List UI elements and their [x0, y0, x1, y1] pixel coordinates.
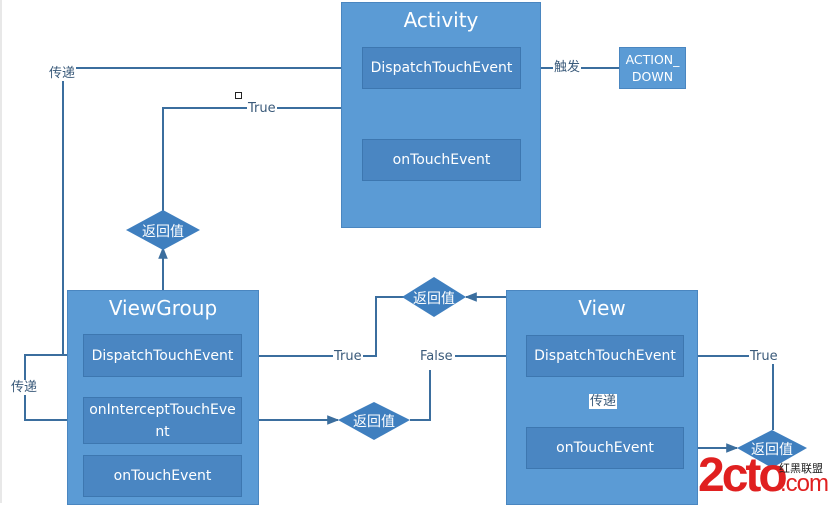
trigger-label-line2: DOWN	[631, 69, 674, 84]
watermark-logo: 2cto	[698, 449, 788, 502]
trigger-label-line1: ACTION_	[625, 52, 680, 67]
decision-label-intercept: 返回值	[353, 414, 395, 430]
view-title: View	[578, 296, 626, 320]
intercept-label-line1: onInterceptTouchEve	[89, 401, 236, 418]
decision-diamond-viewgroup-top	[126, 210, 200, 250]
edge-label-trigger: 触发	[553, 60, 582, 75]
view-dispatch-touch-event[interactable]: DispatchTouchEvent	[526, 335, 684, 377]
decision-diamond-view-return	[402, 277, 466, 317]
activity-title: Activity	[403, 8, 479, 32]
activity-on-touch-event[interactable]: onTouchEvent	[362, 139, 521, 181]
activity-container: Activity	[341, 2, 541, 228]
edge-diamond-false-to-view	[410, 370, 431, 421]
edge-label-false-mid: False	[419, 349, 454, 364]
edge-diamond-true-to-viewgroup	[241, 296, 404, 361]
viewgroup-title: ViewGroup	[108, 296, 218, 320]
edge-label-true-mid: True	[333, 349, 363, 364]
decision-label-viewgroup-top: 返回值	[142, 224, 184, 240]
viewgroup-on-intercept-touch-event[interactable]: onInterceptTouchEve nt	[83, 397, 242, 444]
action-down-trigger[interactable]: ACTION_ DOWN	[619, 47, 686, 89]
viewgroup-dispatch-touch-event[interactable]: DispatchTouchEvent	[83, 334, 242, 377]
view-on-touch-event[interactable]: onTouchEvent	[526, 427, 684, 469]
watermark-subtitle: 红黑联盟	[779, 462, 823, 475]
activity-dispatch-touch-event[interactable]: DispatchTouchEvent	[362, 47, 521, 89]
watermark-tld: .com	[780, 470, 829, 497]
edge-label-pass-top: 传递	[48, 66, 77, 81]
viewgroup-on-touch-event[interactable]: onTouchEvent	[83, 455, 242, 497]
decision-label-view-return: 返回值	[413, 291, 455, 307]
edge-label-pass-left: 传递	[10, 380, 39, 395]
intercept-label-line2: nt	[155, 423, 170, 440]
selection-handle-icon	[235, 92, 242, 99]
decision-diamond-view-ontouch	[737, 430, 807, 468]
edge-label-pass-view: 传递	[589, 394, 618, 409]
edge-label-true-top: True	[247, 101, 277, 116]
frame-border	[0, 0, 2, 503]
decision-diamond-intercept	[338, 402, 410, 440]
edge-label-true-right: True	[749, 349, 779, 364]
decision-label-view-ontouch: 返回值	[751, 442, 793, 458]
